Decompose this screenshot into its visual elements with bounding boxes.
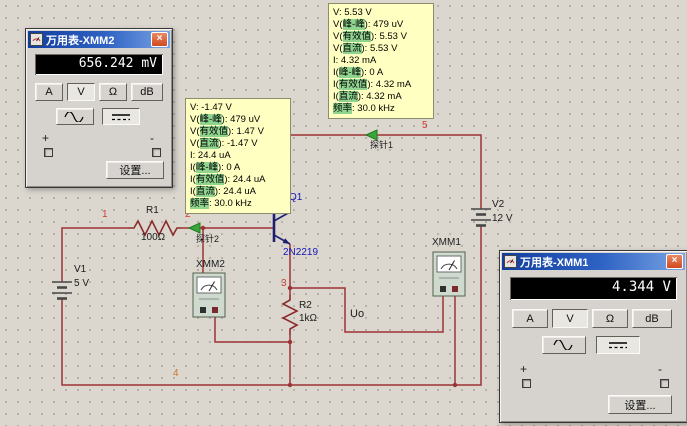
net-number-4: 4 xyxy=(173,368,179,379)
negative-terminal-label: - xyxy=(150,131,154,145)
close-icon[interactable]: × xyxy=(151,32,168,47)
titlebar[interactable]: 万用表-XMM1 × xyxy=(502,253,685,270)
measurement-display: 4.344 V xyxy=(510,277,677,300)
probe-reading-line: I: 24.4 uA xyxy=(190,150,231,161)
probe-reading-line: V(有效值): 5.53 V xyxy=(333,31,407,42)
output-annotation[interactable]: Uo xyxy=(350,308,365,320)
multimeter-window-xmm2: 万用表-XMM2 × 656.242 mV A V Ω dB + - 设置... xyxy=(25,28,173,188)
r1-refdes-label[interactable]: R1 xyxy=(146,205,159,216)
sine-wave-icon xyxy=(63,111,87,122)
r2-value-label[interactable]: 1kΩ xyxy=(299,313,318,324)
probe-reading-line: V(有效值): 1.47 V xyxy=(190,126,264,137)
probe-reading-line: V(直流): 5.53 V xyxy=(333,43,398,54)
probe-reading-line: V: 5.53 V xyxy=(333,7,372,18)
multimeter-icon-xmm2[interactable] xyxy=(192,272,226,318)
voltage-mode-button[interactable]: V xyxy=(552,309,588,328)
measurement-display: 656.242 mV xyxy=(35,54,163,75)
net-number-1: 1 xyxy=(102,209,108,220)
wire-ground-rail[interactable] xyxy=(61,226,482,386)
dc-mode-button[interactable] xyxy=(102,108,140,125)
net-number-2: 2 xyxy=(185,209,191,220)
xmm2-refdes-label[interactable]: XMM2 xyxy=(196,259,225,270)
negative-terminal-jack[interactable] xyxy=(660,379,669,388)
dc-level-icon xyxy=(109,112,133,122)
v1-refdes-label[interactable]: V1 xyxy=(74,264,87,275)
v1-value-label[interactable]: 5 V xyxy=(74,278,90,289)
positive-terminal-jack[interactable] xyxy=(44,148,53,157)
wire-junction-dots xyxy=(200,225,458,388)
probe-reading-line: I(峰-峰): 0 A xyxy=(333,67,384,78)
probe-reading-line: V(直流): -1.47 V xyxy=(190,138,258,149)
probe-reading-line: I(直流): 24.4 uA xyxy=(190,186,257,197)
wire-node3-to-xmm1[interactable] xyxy=(290,287,444,333)
ac-mode-button[interactable] xyxy=(56,108,94,125)
titlebar[interactable]: 万用表-XMM2 × xyxy=(28,31,170,48)
r2-refdes-label[interactable]: R2 xyxy=(299,300,312,311)
net-number-5: 5 xyxy=(422,120,428,131)
multimeter-icon-xmm1[interactable] xyxy=(432,251,466,297)
settings-button[interactable]: 设置... xyxy=(608,395,672,414)
current-mode-button[interactable]: A xyxy=(512,309,548,328)
window-title: 万用表-XMM2 xyxy=(46,34,115,47)
probe-reading-line: I(有效值): 4.32 mA xyxy=(333,79,412,90)
dc-mode-button[interactable] xyxy=(596,336,640,354)
probe-reading-line: I: 4.32 mA xyxy=(333,55,377,66)
xmm1-refdes-label[interactable]: XMM1 xyxy=(432,237,461,248)
probe2-name-label[interactable]: 探针2 xyxy=(196,234,220,244)
probe1-arrow-icon[interactable] xyxy=(364,129,378,141)
dc-source-v1[interactable] xyxy=(52,281,72,300)
wire-v1-to-r1[interactable] xyxy=(61,227,128,282)
multimeter-window-icon xyxy=(30,33,43,46)
negative-terminal-jack[interactable] xyxy=(152,148,161,157)
probe-reading-line: V: -1.47 V xyxy=(190,102,232,113)
current-mode-button[interactable]: A xyxy=(35,83,63,101)
resistance-mode-button[interactable]: Ω xyxy=(592,309,628,328)
settings-button[interactable]: 设置... xyxy=(106,161,164,179)
multimeter-window-icon xyxy=(504,255,517,268)
resistor-r2[interactable] xyxy=(281,295,299,335)
ac-mode-button[interactable] xyxy=(542,336,586,354)
resistance-mode-button[interactable]: Ω xyxy=(99,83,127,101)
probe-reading-line: 频率: 30.0 kHz xyxy=(190,198,252,209)
multimeter-window-xmm1: 万用表-XMM1 × 4.344 V A V Ω dB + - 设置... xyxy=(499,250,687,423)
probe-reading-line: I(峰-峰): 0 A xyxy=(190,162,241,173)
v2-value-label[interactable]: 12 V xyxy=(492,213,513,224)
positive-terminal-label: + xyxy=(42,131,50,145)
resistor-r1[interactable] xyxy=(128,219,182,237)
positive-terminal-label: + xyxy=(520,362,528,376)
decibel-mode-button[interactable]: dB xyxy=(131,83,163,101)
close-icon[interactable]: × xyxy=(666,254,683,269)
r1-value-label[interactable]: 100Ω xyxy=(141,232,166,243)
q1-refdes-label[interactable]: Q1 xyxy=(289,192,303,203)
decibel-mode-button[interactable]: dB xyxy=(632,309,672,328)
probe-reading-line: I(有效值): 24.4 uA xyxy=(190,174,266,185)
probe-reading-line: I(直流): 4.32 mA xyxy=(333,91,402,102)
probe-reading-line: V(峰-峰): 479 uV xyxy=(333,19,404,30)
q1-model-label[interactable]: 2N2219 xyxy=(283,247,319,258)
transistor-q1[interactable] xyxy=(272,211,291,245)
sine-wave-icon xyxy=(552,340,576,350)
probe-reading-line: V(峰-峰): 479 uV xyxy=(190,114,261,125)
dc-source-v2[interactable] xyxy=(471,208,491,227)
probe1-name-label[interactable]: 探针1 xyxy=(370,140,394,150)
dc-level-icon xyxy=(606,340,630,350)
probe2-arrow-icon[interactable] xyxy=(187,222,201,234)
positive-terminal-jack[interactable] xyxy=(522,379,531,388)
negative-terminal-label: - xyxy=(658,362,662,376)
v2-refdes-label[interactable]: V2 xyxy=(492,199,505,210)
wire-xmm2-to-ground[interactable] xyxy=(214,317,290,343)
net-number-3: 3 xyxy=(281,278,287,289)
voltage-mode-button[interactable]: V xyxy=(67,83,95,101)
probe-reading-line: 频率: 30.0 kHz xyxy=(333,103,395,114)
window-title: 万用表-XMM1 xyxy=(520,256,589,269)
